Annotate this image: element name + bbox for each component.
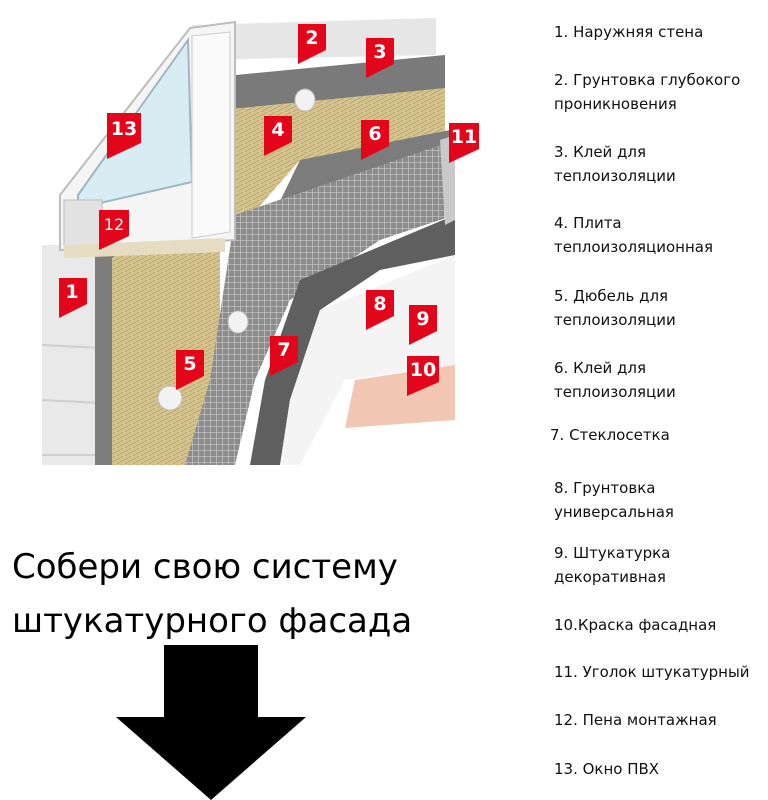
- svg-text:1: 1: [65, 281, 78, 303]
- legend-item: 11. Уголок штукатурный: [554, 663, 750, 681]
- legend-item: 13. Окно ПВХ: [554, 760, 660, 778]
- callout-marker: 5: [176, 350, 204, 390]
- fiberglass-mesh: [185, 140, 455, 465]
- legend-item: 3. Клей для теплоизоляции: [554, 143, 676, 185]
- legend-item: 6. Клей для теплоизоляции: [554, 359, 676, 401]
- legend-item: 1. Наружняя стена: [554, 23, 704, 41]
- cta-title: Собери свою систему штукатурного фасада: [12, 547, 413, 641]
- legend-item: 4. Плита теплоизоляционная: [554, 214, 714, 256]
- callout-marker: 12: [99, 210, 129, 250]
- legend-item: 2. Грунтовка глубокого проникновения: [554, 71, 741, 113]
- callout-marker: 7: [270, 336, 298, 376]
- svg-text:13: 13: [111, 118, 137, 140]
- callout-marker: 8: [366, 290, 394, 330]
- legend-item: 5. Дюбель для теплоизоляции: [554, 287, 676, 329]
- pvc-window: [59, 20, 236, 252]
- callout-marker: 10: [407, 356, 439, 396]
- svg-text:10: 10: [410, 359, 436, 381]
- svg-text:7: 7: [277, 339, 290, 361]
- legend-item: 9. Штукатурка декоративная: [554, 544, 671, 586]
- svg-text:5: 5: [183, 353, 196, 375]
- callout-marker: 11: [449, 123, 479, 163]
- callout-marker: 13: [107, 113, 141, 159]
- callout-marker: 1: [59, 278, 87, 318]
- svg-text:12: 12: [104, 215, 124, 234]
- svg-text:11: 11: [451, 126, 477, 148]
- dowels: [157, 88, 316, 411]
- svg-text:4: 4: [271, 119, 284, 141]
- svg-text:9: 9: [416, 308, 429, 330]
- callout-marker: 9: [409, 305, 437, 345]
- mounting-foam: [64, 238, 225, 258]
- down-arrow-icon: [116, 645, 306, 800]
- callout-marker: 6: [361, 120, 389, 160]
- facade-diagram: 1 2 3 4 5 6 7 8: [41, 18, 479, 465]
- svg-text:8: 8: [373, 293, 386, 315]
- callout-marker: 2: [298, 24, 326, 64]
- svg-text:3: 3: [373, 41, 386, 63]
- legend-item: 7. Стеклосетка: [550, 426, 670, 444]
- callout-marker: 3: [366, 38, 394, 78]
- svg-text:6: 6: [368, 123, 381, 145]
- callout-markers: 1 2 3 4 5 6 7 8: [59, 24, 479, 396]
- legend-item: 10.Краска фасадная: [554, 616, 717, 634]
- legend-item: 12. Пена монтажная: [554, 711, 717, 729]
- callout-marker: 4: [264, 116, 292, 156]
- legend-item: 8. Грунтовка универсальная: [554, 479, 674, 521]
- svg-text:2: 2: [305, 27, 318, 49]
